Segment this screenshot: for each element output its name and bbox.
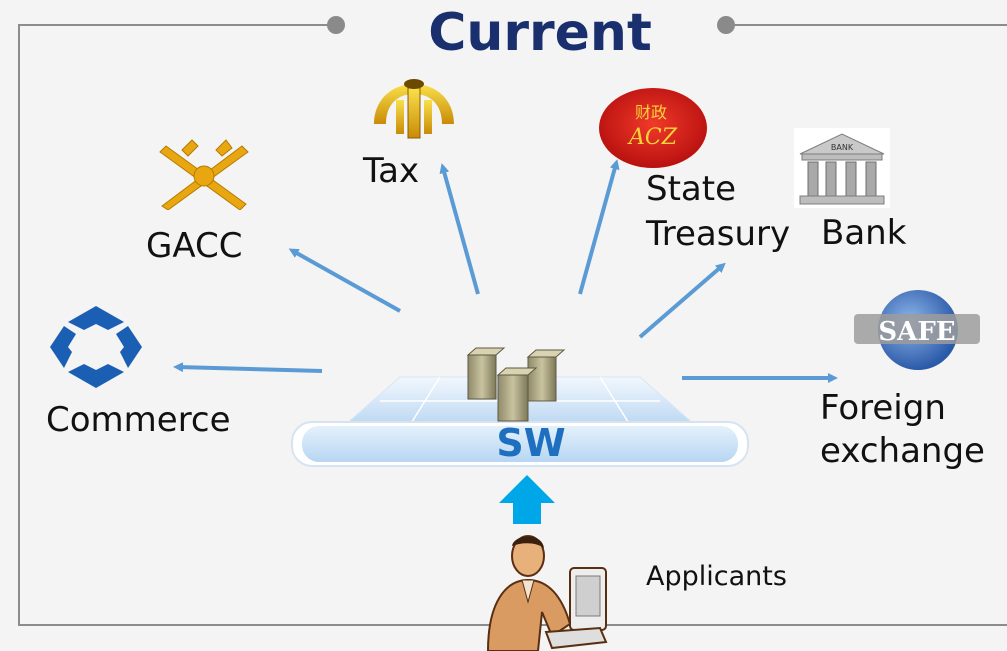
diagram-title: Current	[428, 3, 652, 63]
bank-building-icon: BANK	[794, 128, 890, 208]
hub-label: SW	[496, 421, 566, 465]
frame-dot-left	[327, 16, 345, 34]
commerce-logo-icon	[50, 306, 142, 388]
safe-logo-text: SAFE	[878, 317, 955, 347]
server-icon	[466, 347, 566, 422]
state-treasury-line1: State	[646, 169, 736, 209]
arrow-to-state-treasury	[578, 159, 620, 295]
arrow-to-gacc	[288, 248, 401, 313]
tax-emblem-icon	[374, 79, 454, 139]
tax-label: Tax	[363, 151, 420, 191]
treasury-logo-text-1: 财政	[635, 103, 667, 122]
frame-left	[18, 24, 20, 626]
state-treasury-line2: Treasury	[646, 214, 791, 254]
safe-emblem-icon: SAFE	[854, 290, 980, 370]
applicant-at-computer-icon	[486, 535, 608, 651]
foreign-exchange-line2: exchange	[820, 431, 985, 471]
frame-top-right	[730, 24, 1007, 26]
arrow-to-tax	[439, 163, 480, 295]
frame-top-left	[18, 24, 336, 26]
commerce-label: Commerce	[46, 400, 231, 440]
up-arrow-icon	[499, 475, 555, 524]
gacc-label: GACC	[146, 226, 243, 266]
treasury-logo-text-2: ACZ	[627, 125, 678, 150]
bank-sign-text: BANK	[831, 143, 854, 152]
foreign-exchange-line1: Foreign	[820, 388, 946, 428]
arrow-to-bank	[638, 262, 726, 339]
customs-emblem-icon	[159, 139, 249, 210]
bank-label: Bank	[821, 213, 907, 253]
treasury-emblem-icon: 财政 ACZ	[599, 88, 707, 168]
applicants-label: Applicants	[646, 561, 787, 592]
arrow-to-commerce	[173, 362, 323, 373]
frame-dot-right	[717, 16, 735, 34]
